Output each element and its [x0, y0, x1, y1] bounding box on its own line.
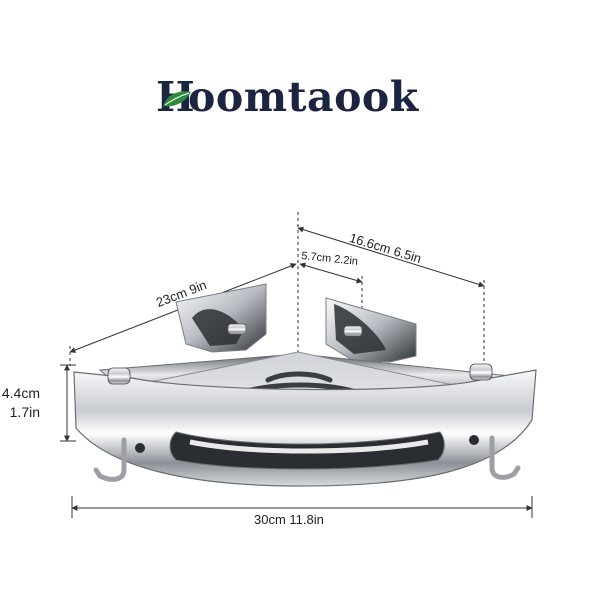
brand-name: oomtaook — [188, 73, 419, 121]
depth-dimension-line — [297, 226, 485, 288]
width-label: 30cm 11.8in — [254, 512, 324, 527]
leaf-icon — [163, 91, 191, 107]
bracket-screw-right — [343, 325, 363, 337]
rim-screw-left — [107, 367, 131, 385]
dimension-lines — [60, 212, 533, 518]
brand-logo: H oomtaook — [0, 70, 600, 124]
height-label: 4.4cm 1.7in — [0, 384, 40, 422]
hook-right — [489, 435, 521, 480]
height-in-label: 1.7in — [9, 404, 40, 420]
hole-gap-dimension-line — [299, 262, 363, 284]
hook-left — [93, 437, 127, 482]
rim-screw-right — [469, 363, 493, 381]
bracket-screw-left — [227, 323, 247, 335]
side-hole-left — [135, 443, 145, 453]
side-hole-right — [469, 435, 479, 445]
height-cm-label: 4.4cm — [1, 385, 40, 401]
